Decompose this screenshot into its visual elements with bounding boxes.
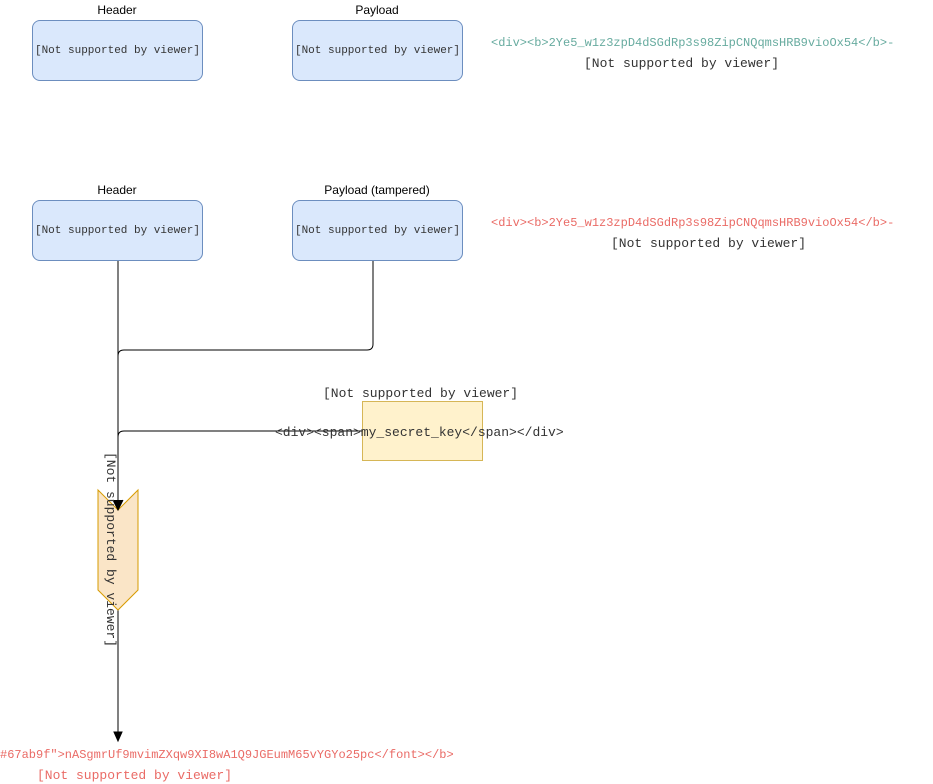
row1-header-label: Header — [97, 3, 137, 17]
row2-token-line: <div><b>2Ye5_w1z3zpD4dSGdRp3s98ZipCNQqms… — [491, 216, 895, 230]
row2-token-note: [Not supported by viewer] — [611, 236, 807, 251]
row2-payload-box-text: [Not supported by viewer] — [294, 224, 461, 237]
row1-header-box[interactable]: [Not supported by viewer] — [32, 20, 203, 81]
row2-payload-label: Payload (tampered) — [324, 183, 430, 197]
row1-token-note: [Not supported by viewer] — [584, 56, 780, 71]
hash-step-label: [Not supported by viewer] — [103, 452, 118, 648]
row2-header-box[interactable]: [Not supported by viewer] — [32, 200, 203, 261]
secret-key-text: <div><span>my_secret_key</span></div> — [275, 425, 564, 440]
secret-key-box[interactable] — [362, 401, 483, 461]
row1-payload-label: Payload — [355, 3, 399, 17]
row1-header-box-text: [Not supported by viewer] — [34, 44, 201, 57]
chevron-entry-arrow — [112, 499, 124, 512]
row1-payload-box[interactable]: [Not supported by viewer] — [292, 20, 463, 81]
output-token-line: #67ab9f">nASgmrUf9mvimZXqw9XI8wA1Q9JGEum… — [0, 748, 454, 762]
payload-join-line — [117, 261, 374, 357]
secret-note: [Not supported by viewer] — [323, 386, 519, 401]
row2-header-box-text: [Not supported by viewer] — [34, 224, 201, 237]
output-note: [Not supported by viewer] — [37, 768, 233, 783]
row1-payload-box-text: [Not supported by viewer] — [294, 44, 461, 57]
secret-join-line — [117, 430, 362, 438]
row2-header-label: Header — [97, 183, 137, 197]
output-arrowhead — [113, 731, 123, 743]
row1-token-line: <div><b>2Ye5_w1z3zpD4dSGdRp3s98ZipCNQqms… — [491, 36, 895, 50]
row2-payload-box[interactable]: [Not supported by viewer] — [292, 200, 463, 261]
